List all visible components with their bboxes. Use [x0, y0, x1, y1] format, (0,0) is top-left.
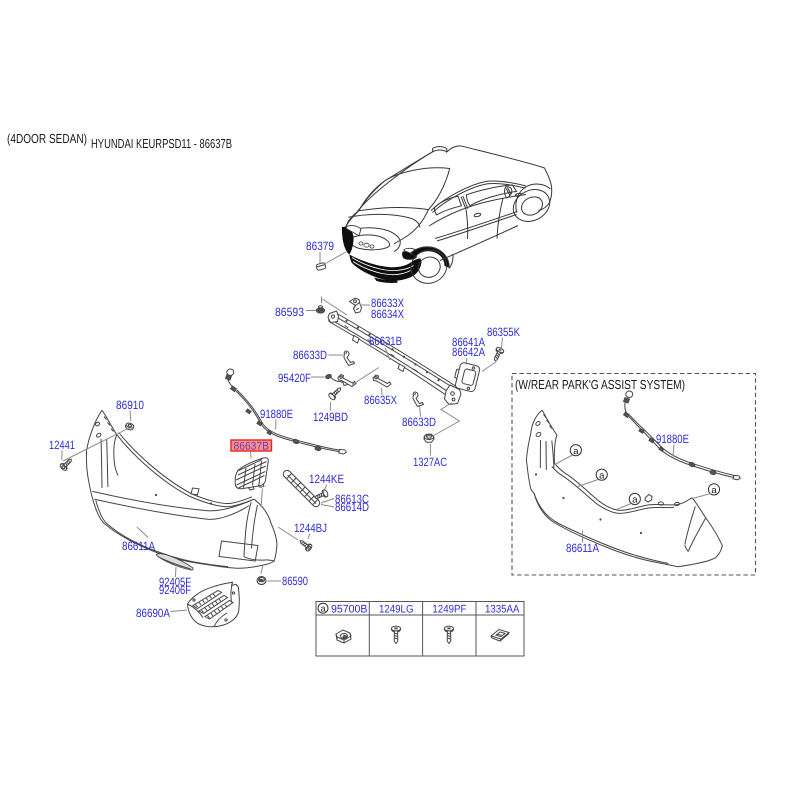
svg-text:86611A: 86611A [122, 539, 155, 553]
svg-text:86593: 86593 [275, 305, 304, 319]
svg-text:86631B: 86631B [369, 334, 402, 348]
svg-text:a: a [599, 470, 605, 481]
svg-text:86614D: 86614D [335, 500, 369, 514]
svg-text:(4DOOR SEDAN): (4DOOR SEDAN) [7, 131, 87, 146]
svg-text:86637B: 86637B [234, 441, 270, 453]
svg-text:86633D: 86633D [293, 348, 327, 362]
svg-text:a: a [573, 446, 579, 457]
svg-text:91880E: 91880E [260, 407, 293, 421]
svg-text:1249LG: 1249LG [379, 603, 414, 615]
svg-text:86613C: 86613C [335, 492, 369, 506]
svg-text:a: a [321, 604, 326, 614]
svg-text:86635X: 86635X [364, 393, 397, 407]
svg-text:86690A: 86690A [136, 606, 170, 620]
svg-text:95700B: 95700B [331, 603, 368, 615]
svg-text:1327AC: 1327AC [413, 455, 447, 469]
svg-text:(W/REAR PARK'G ASSIST SYSTEM): (W/REAR PARK'G ASSIST SYSTEM) [515, 377, 685, 392]
svg-text:HYUNDAI KEURPSD11 - 86637B: HYUNDAI KEURPSD11 - 86637B [91, 136, 232, 151]
svg-text:86910: 86910 [116, 398, 144, 412]
svg-text:92406F: 92406F [159, 583, 191, 597]
svg-text:92405F: 92405F [159, 575, 191, 589]
svg-text:12441: 12441 [49, 438, 75, 452]
svg-text:86641A: 86641A [452, 335, 485, 349]
svg-text:91880E: 91880E [656, 432, 689, 446]
svg-text:86355K: 86355K [487, 325, 520, 339]
svg-text:a: a [632, 495, 638, 506]
svg-text:95420F: 95420F [278, 371, 311, 385]
svg-text:1244BJ: 1244BJ [294, 521, 327, 535]
svg-text:1249PF: 1249PF [432, 603, 466, 615]
svg-text:1244KE: 1244KE [309, 472, 344, 486]
svg-text:86379: 86379 [306, 239, 334, 253]
svg-text:1249BD: 1249BD [313, 410, 348, 424]
svg-text:86642A: 86642A [452, 345, 485, 359]
svg-text:86633D: 86633D [402, 415, 436, 429]
svg-text:1335AA: 1335AA [485, 603, 520, 615]
svg-text:86590: 86590 [282, 574, 308, 588]
svg-text:86633X: 86633X [371, 296, 404, 310]
svg-text:86611A: 86611A [566, 541, 599, 555]
svg-text:86634X: 86634X [371, 307, 404, 321]
svg-text:a: a [711, 485, 717, 496]
